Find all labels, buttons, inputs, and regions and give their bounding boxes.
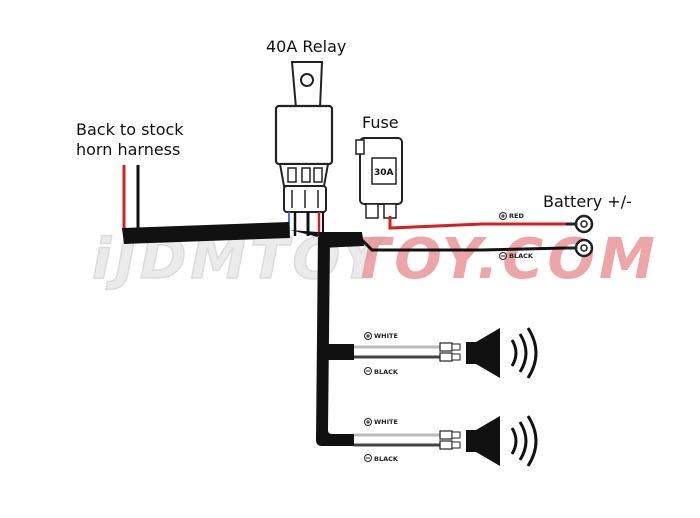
harness-wires: [122, 165, 290, 244]
fuse-holder: [355, 137, 403, 219]
horn-1-wires: [354, 342, 461, 362]
battery-polarity-icons: [499, 212, 507, 260]
fuse-rating: 30A: [374, 168, 394, 178]
battery-wires: [360, 214, 594, 258]
horn-1-speaker-icon: [466, 327, 538, 379]
horn-2-white-label: WHITE: [374, 418, 398, 426]
harness-label-line2: horn harness: [76, 140, 180, 159]
main-trunk: [290, 230, 364, 446]
black-wire-label: BLACK: [509, 252, 534, 260]
watermark-text-2: TOY.COM: [352, 227, 659, 292]
horn-1-polarity-icons: [364, 332, 372, 375]
horn-2-speaker-icon: [466, 415, 538, 467]
horn-2-polarity-icons: [364, 418, 372, 462]
harness-label-line1: Back to stock: [76, 120, 184, 139]
fuse-label: Fuse: [362, 113, 399, 132]
relay-label: 40A Relay: [266, 37, 346, 56]
red-wire-label: RED: [509, 212, 524, 220]
horn-2-black-label: BLACK: [374, 455, 399, 463]
horn-1-white-label: WHITE: [374, 332, 398, 340]
battery-label: Battery +/-: [543, 192, 632, 211]
relay: [274, 61, 334, 236]
horn-2-wires: [354, 430, 461, 450]
horn-1-black-label: BLACK: [374, 368, 399, 376]
